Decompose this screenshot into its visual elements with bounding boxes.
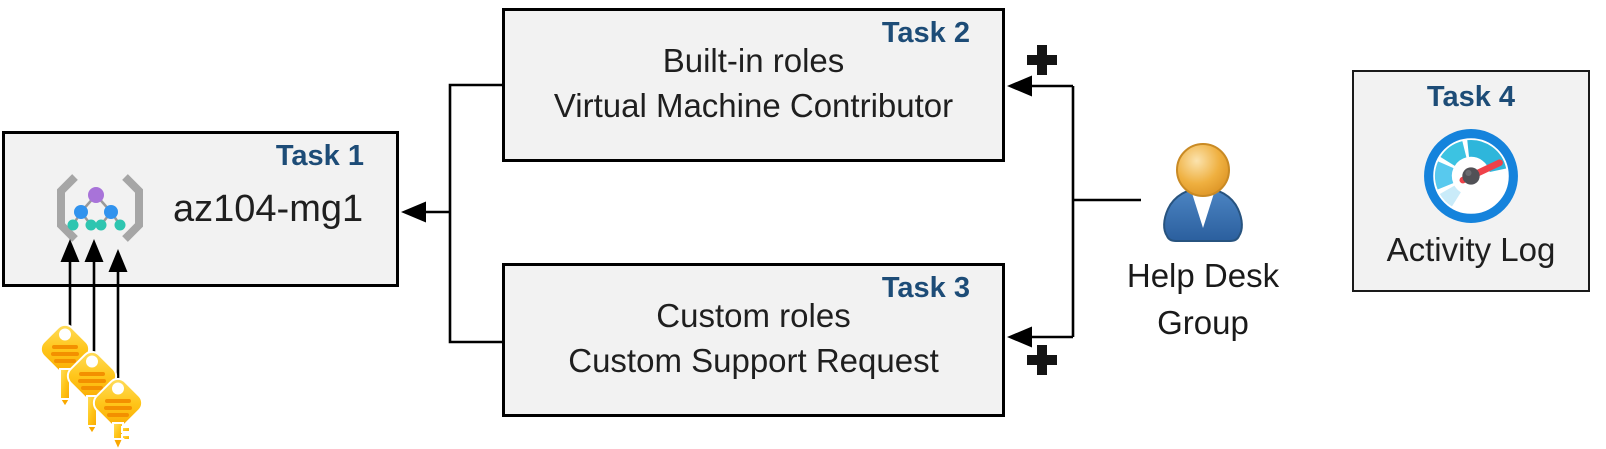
task2-text: Built-in roles Virtual Machine Contribut… [505, 11, 1002, 159]
task2-box: Task 2 Built-in roles Virtual Machine Co… [502, 8, 1005, 162]
key-icon-2 [62, 346, 122, 435]
task1-content: az104-mg1 [53, 134, 388, 284]
arrowhead-to-task2 [1007, 75, 1032, 97]
management-group-name: az104-mg1 [173, 187, 364, 230]
task3-line1: Custom roles [656, 297, 851, 334]
help-desk-group-label: Help Desk Group [1127, 252, 1279, 346]
user-icon [1163, 143, 1243, 242]
task3-box: Task 3 Custom roles Custom Support Reque… [502, 263, 1005, 417]
task3-line2: Custom Support Request [568, 342, 939, 379]
task3-tag: Task 3 [881, 272, 970, 304]
key-icon-3 [88, 373, 148, 449]
arrowhead-to-task1 [401, 201, 426, 223]
task1-box: Task 1 az104-mg1 [2, 131, 399, 287]
activity-log-gauge-icon [1424, 128, 1518, 223]
task4-caption: Activity Log [1386, 230, 1556, 268]
task3-text: Custom roles Custom Support Request [505, 266, 1002, 414]
task4-tag: Task 4 [1426, 81, 1516, 113]
help-desk-group: Help Desk Group [1105, 140, 1301, 346]
plus-icon [1027, 345, 1057, 375]
key-icon-1 [35, 319, 95, 408]
task2-line2: Virtual Machine Contributor [553, 87, 954, 124]
keys-icon [35, 319, 148, 449]
help-desk-line2: Group [1157, 304, 1249, 341]
task2-line1: Built-in roles [662, 42, 845, 79]
help-desk-line1: Help Desk [1126, 257, 1280, 294]
task2-tag: Task 2 [881, 17, 970, 49]
task1-tag: Task 1 [275, 140, 364, 172]
plus-icon [1027, 45, 1057, 75]
management-group-icon [57, 174, 143, 242]
task4-box: Task 4 Activity Log [1352, 70, 1590, 292]
